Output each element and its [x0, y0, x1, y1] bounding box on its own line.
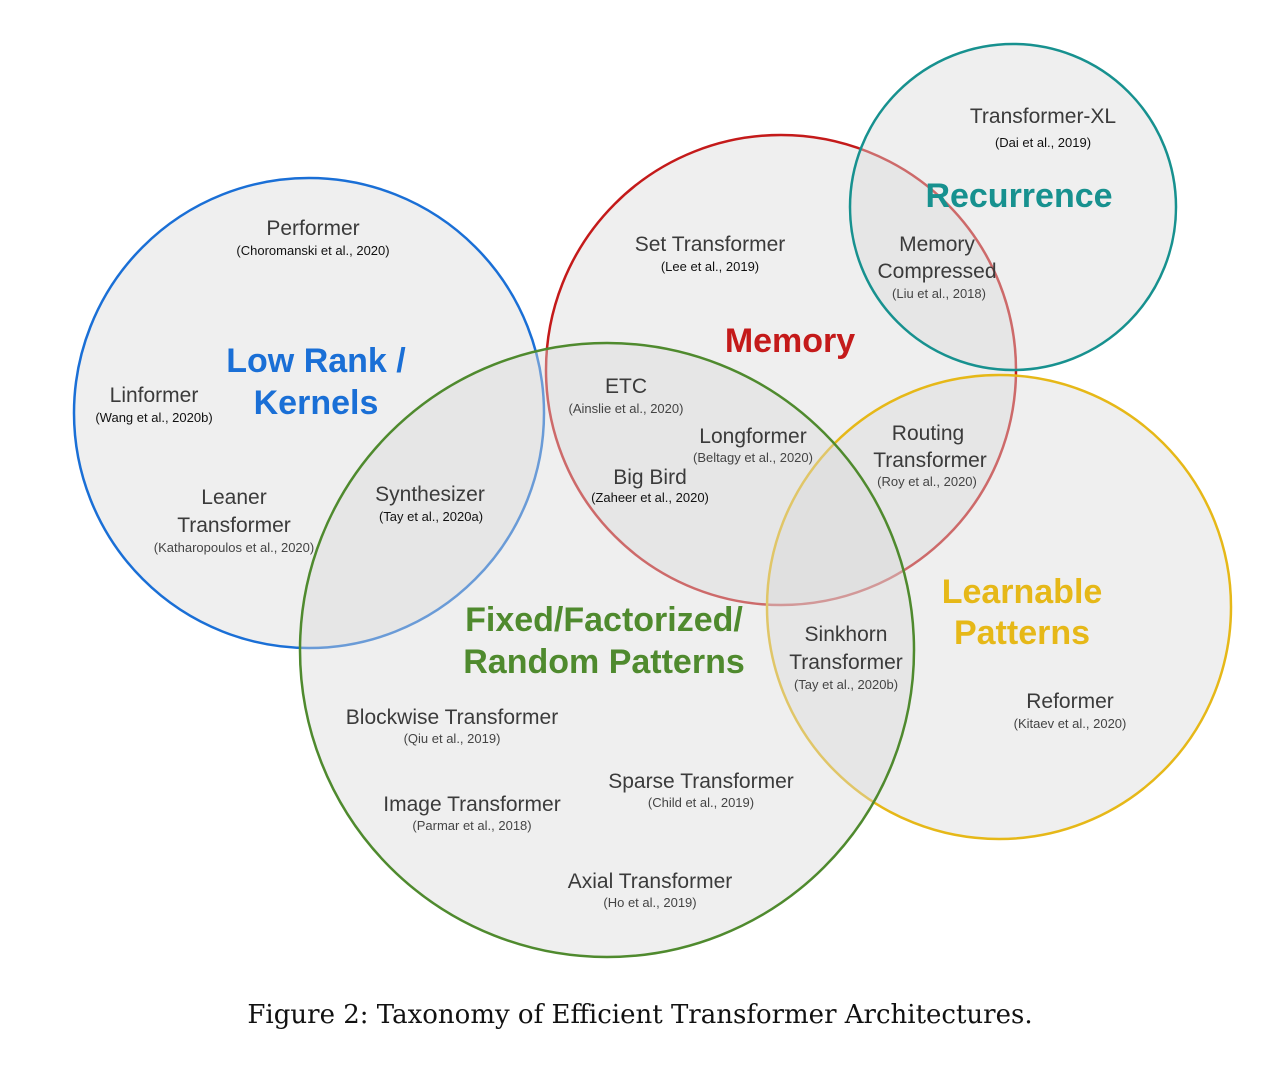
model-etc: ETC	[605, 375, 647, 398]
category-memory: Memory	[725, 322, 855, 360]
model-routing-line1: Routing	[892, 422, 964, 445]
model-big-bird-cite: (Zaheer et al., 2020)	[591, 490, 709, 505]
model-sparse-cite: (Child et al., 2019)	[648, 795, 754, 810]
recurrence-circle	[848, 42, 1178, 372]
model-leaner-line1: Leaner	[201, 486, 266, 509]
category-fixed-line2: Random Patterns	[463, 643, 745, 681]
model-set-transformer-cite: (Lee et al., 2019)	[661, 259, 759, 274]
model-linformer: Linformer	[110, 384, 199, 407]
venn-diagram: Low Rank / Kernels Memory Recurrence Lea…	[72, 42, 1233, 959]
category-learnable-line2: Patterns	[954, 614, 1090, 652]
model-big-bird: Big Bird	[613, 466, 687, 489]
model-image-cite: (Parmar et al., 2018)	[412, 818, 531, 833]
model-etc-cite: (Ainslie et al., 2020)	[569, 401, 684, 416]
category-low-rank-line1: Low Rank /	[226, 342, 406, 380]
model-synthesizer: Synthesizer	[375, 483, 485, 506]
model-routing-cite: (Roy et al., 2020)	[877, 474, 977, 489]
model-sinkhorn-cite: (Tay et al., 2020b)	[794, 677, 898, 692]
model-axial: Axial Transformer	[568, 870, 733, 893]
model-axial-cite: (Ho et al., 2019)	[603, 895, 696, 910]
model-linformer-cite: (Wang et al., 2020b)	[95, 410, 212, 425]
model-sparse: Sparse Transformer	[608, 770, 794, 793]
model-synthesizer-cite: (Tay et al., 2020a)	[379, 509, 483, 524]
model-set-transformer: Set Transformer	[635, 233, 786, 256]
model-image: Image Transformer	[383, 793, 560, 816]
model-reformer-cite: (Kitaev et al., 2020)	[1014, 716, 1127, 731]
model-longformer-cite: (Beltagy et al., 2020)	[693, 450, 813, 465]
model-memory-compressed-line1: Memory	[899, 233, 975, 256]
model-blockwise-cite: (Qiu et al., 2019)	[404, 731, 501, 746]
model-routing-line2: Transformer	[873, 449, 987, 472]
model-transformer-xl: Transformer-XL	[970, 105, 1116, 128]
model-blockwise: Blockwise Transformer	[346, 706, 558, 729]
category-learnable-line1: Learnable	[942, 573, 1103, 611]
category-recurrence: Recurrence	[925, 177, 1112, 215]
model-transformer-xl-cite: (Dai et al., 2019)	[995, 135, 1091, 150]
model-sinkhorn-line2: Transformer	[789, 651, 903, 674]
learnable-circle	[765, 373, 1233, 841]
fixed-circle	[298, 341, 916, 959]
category-low-rank-line2: Kernels	[254, 384, 379, 422]
model-longformer: Longformer	[699, 425, 806, 448]
low-rank-circle	[72, 176, 546, 650]
model-sinkhorn-line1: Sinkhorn	[805, 623, 888, 646]
model-performer-cite: (Choromanski et al., 2020)	[236, 243, 389, 258]
figure-caption: Figure 2: Taxonomy of Efficient Transfor…	[247, 1000, 1033, 1030]
model-performer: Performer	[266, 217, 359, 240]
category-fixed-line1: Fixed/Factorized/	[465, 601, 743, 639]
model-memory-compressed-cite: (Liu et al., 2018)	[892, 286, 986, 301]
model-memory-compressed-line2: Compressed	[877, 260, 996, 283]
model-leaner-line2: Transformer	[177, 514, 291, 537]
model-reformer: Reformer	[1026, 690, 1114, 713]
model-leaner-cite: (Katharopoulos et al., 2020)	[154, 540, 314, 555]
